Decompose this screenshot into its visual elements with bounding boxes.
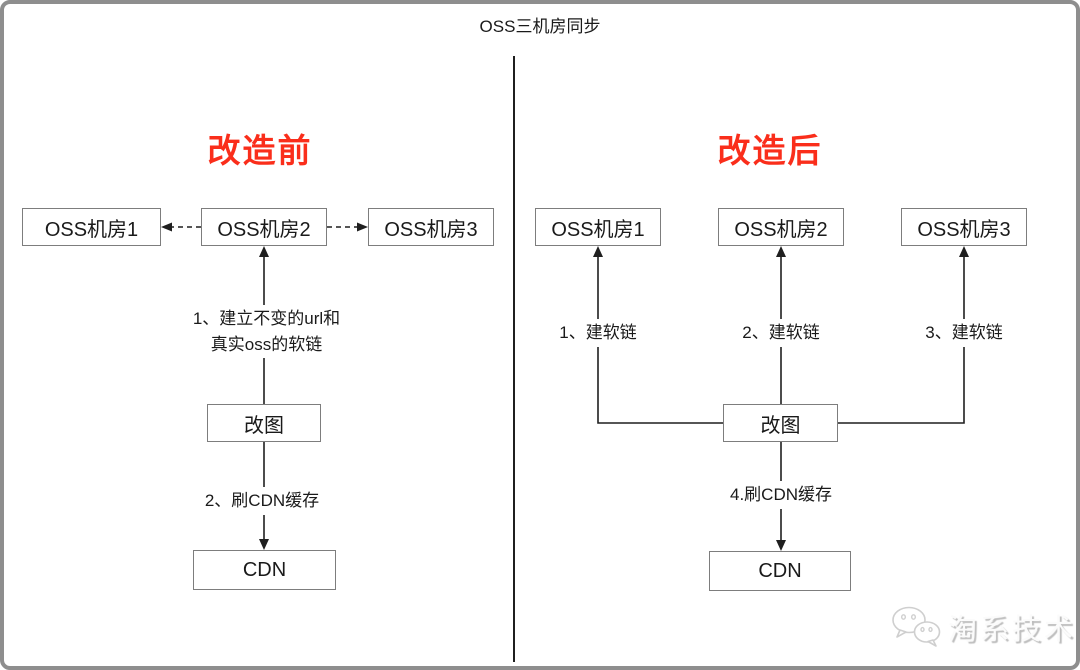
arrowhead-up — [259, 246, 269, 257]
before-step1-line2: 真实oss的软链 — [210, 334, 323, 354]
arrowhead-left — [161, 222, 172, 232]
wechat-icon — [892, 606, 941, 647]
watermark: 淘系技术 — [890, 605, 1076, 649]
arrowhead-right — [357, 222, 368, 232]
before-step2-label: 2、刷CDN缓存 — [162, 487, 362, 515]
before-step1-label: 1、建立不变的url和 真实oss的软链 — [154, 305, 379, 358]
after-step3-label: 3、建软链 — [904, 319, 1024, 347]
arrowhead-down — [259, 539, 269, 550]
after-oss-room3-box: OSS机房3 — [901, 208, 1027, 246]
after-oss-room1-box: OSS机房1 — [535, 208, 661, 246]
arrowhead-down — [776, 540, 786, 551]
arrow-modify2-to-room3 — [838, 255, 965, 424]
before-modify-box: 改图 — [207, 404, 321, 442]
before-cdn-box: CDN — [193, 550, 336, 590]
before-oss-room2-box: OSS机房2 — [201, 208, 327, 246]
after-modify-box: 改图 — [723, 404, 838, 442]
after-cdn-box: CDN — [709, 551, 851, 591]
before-heading: 改造前 — [207, 132, 313, 169]
after-step4-label: 4.刷CDN缓存 — [701, 481, 861, 509]
arrowhead-up — [776, 246, 786, 257]
after-step2-label: 2、建软链 — [721, 319, 841, 347]
diagram-title: OSS三机房同步 — [479, 17, 601, 36]
watermark-text: 淘系技术 — [948, 614, 1077, 646]
panel-divider — [513, 56, 515, 662]
before-oss-room1-box: OSS机房1 — [22, 208, 161, 246]
arrowhead-up — [959, 246, 969, 257]
arrowhead-up — [593, 246, 603, 257]
after-heading: 改造后 — [717, 132, 823, 169]
before-oss-room3-box: OSS机房3 — [368, 208, 494, 246]
after-oss-room2-box: OSS机房2 — [718, 208, 844, 246]
before-step1-line1: 1、建立不变的url和 — [192, 309, 341, 328]
arrow-modify2-to-room1 — [597, 255, 723, 424]
after-step1-label: 1、建软链 — [538, 319, 658, 347]
